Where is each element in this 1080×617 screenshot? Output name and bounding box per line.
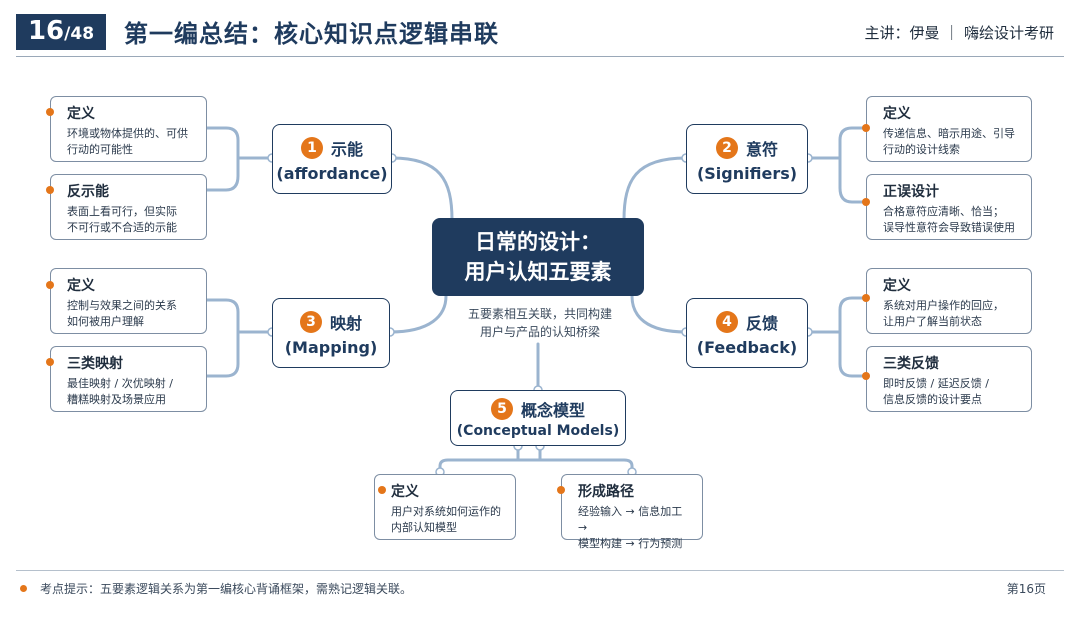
node-english-name: (affordance) [276,163,388,183]
leaf-line1: 即时反馈 / 延迟反馈 / [883,377,989,390]
footer-bullet-dot [20,585,27,592]
leaf-line1: 用户对系统如何运作的 [391,505,501,518]
leaf-line2: 误导性意符会导致错误使用 [883,221,1015,234]
link-feedback-leaves [806,296,868,378]
number-badge: 2 [715,136,738,159]
node-feedback: 4 反馈 (Feedback) [686,298,808,368]
leaf-feedback-types: 三类反馈 即时反馈 / 延迟反馈 / 信息反馈的设计要点 [866,346,1032,412]
leaf-line1: 经验输入 → 信息加工 → [578,505,683,534]
bullet-dot [862,124,870,132]
leaf-line2: 行动的设计线索 [883,143,960,156]
speaker-credit: 主讲：伊曼 ｜ 嗨绘设计考研 [864,24,1054,42]
link-center-affordance [390,156,454,222]
leaf-line1: 系统对用户操作的回应， [883,299,1004,312]
node-name: 示能 [330,139,363,159]
leaf-title: 定义 [883,278,911,294]
leaf-mapping-definition: 定义 控制与效果之间的关系 如何被用户理解 [50,268,207,334]
node-signifiers: 2 意符 (Signifiers) [686,124,808,194]
leaf-title: 定义 [67,278,95,294]
node-english-name: (Mapping) [284,337,378,357]
node-name: 映射 [329,313,362,333]
leaf-line1: 合格意符应清晰、恰当； [883,205,1004,218]
leaf-line2: 内部认知模型 [391,521,457,534]
bullet-dot [862,372,870,380]
leaf-feedback-definition: 定义 系统对用户操作的回应， 让用户了解当前状态 [866,268,1032,334]
leaf-line1: 最佳映射 / 次优映射 / [67,377,173,390]
bullet-dot [862,294,870,302]
center-node: 日常的设计： 用户认知五要素 [432,218,644,296]
center-caption-line1: 五要素相互关联，共同构建 [467,307,612,321]
leaf-line2: 模型构建 → 行为预测 [578,537,683,550]
bullet-dot [557,486,565,494]
link-center-feedback [630,294,688,334]
page-number-badge: 16/48 [16,14,106,50]
leaf-affordance-definition: 定义 环境或物体提供的、可供 行动的可能性 [50,96,207,162]
leaf-mapping-types: 三类映射 最佳映射 / 次优映射 / 糟糕映射及场景应用 [50,346,207,412]
page-total: /48 [64,24,95,44]
link-affordance-leaves [205,126,274,192]
node-name: 意符 [745,139,778,159]
node-conceptual-models: 5 概念模型 (Conceptual Models) [450,390,626,446]
bullet-dot [862,198,870,206]
leaf-line2: 糟糕映射及场景应用 [67,393,166,406]
leaf-model-formation-path: 形成路径 经验输入 → 信息加工 → 模型构建 → 行为预测 [561,474,703,550]
link-model-leaves [438,444,634,478]
leaf-line1: 环境或物体提供的、可供 [67,127,188,140]
leaf-signifiers-correctness: 正误设计 合格意符应清晰、恰当； 误导性意符会导致错误使用 [866,174,1032,240]
number-badge: 4 [715,310,738,333]
leaf-title: 定义 [883,106,911,122]
node-affordance: 1 示能 (affordance) [272,124,392,194]
bullet-dot [46,281,54,289]
center-caption-line2: 用户与产品的认知桥梁 [479,325,600,339]
center-title-line1: 日常的设计： [475,230,601,254]
link-signifiers-leaves [806,126,868,204]
leaf-title: 定义 [391,484,419,500]
number-badge: 5 [490,398,513,420]
leaf-title: 形成路径 [578,484,634,500]
link-center-signifiers [622,156,688,222]
link-mapping-leaves [205,298,274,378]
leaf-line2: 信息反馈的设计要点 [883,393,982,406]
page-title: 第一编总结：核心知识点逻辑串联 [124,20,499,48]
node-name: 反馈 [745,313,778,333]
node-name: 概念模型 [520,401,585,420]
leaf-title: 三类映射 [67,356,123,372]
page-label: 第16页 [1006,582,1046,596]
leaf-line1: 表面上看可行，但实际 [67,205,177,218]
page-current: 16 [27,16,65,46]
exam-tip-note: 考点提示：五要素逻辑关系为第一编核心背诵框架，需熟记逻辑关联。 [40,582,413,596]
leaf-line2: 不可行或不合适的示能 [67,221,177,234]
leaf-title: 定义 [67,106,95,122]
header-divider [16,56,1064,57]
leaf-model-definition: 定义 用户对系统如何运作的 内部认知模型 [374,474,516,540]
leaf-title: 正误设计 [883,184,939,200]
leaf-line2: 如何被用户理解 [67,315,144,328]
leaf-title: 反示能 [67,184,109,200]
center-caption: 五要素相互关联，共同构建 用户与产品的认知桥梁 [440,305,640,341]
bullet-dot [46,108,54,116]
node-mapping: 3 映射 (Mapping) [272,298,390,368]
node-english-name: (Signifiers) [696,163,798,183]
number-badge: 1 [300,136,323,159]
footer-divider [16,570,1064,571]
leaf-line1: 传递信息、暗示用途、引导 [883,127,1015,140]
bullet-dot [378,486,386,494]
leaf-line2: 让用户了解当前状态 [883,315,982,328]
leaf-title: 三类反馈 [883,356,939,372]
leaf-line1: 控制与效果之间的关系 [67,299,177,312]
node-english-name: (Feedback) [696,337,798,357]
bullet-dot [46,358,54,366]
link-center-mapping [388,294,448,334]
number-badge: 3 [299,310,322,333]
leaf-line2: 行动的可能性 [67,143,133,156]
leaf-signifiers-definition: 定义 传递信息、暗示用途、引导 行动的设计线索 [866,96,1032,162]
leaf-anti-affordance: 反示能 表面上看可行，但实际 不可行或不合适的示能 [50,174,207,240]
center-title-line2: 用户认知五要素 [464,260,612,284]
node-english-name: (Conceptual Models) [456,423,620,439]
bullet-dot [46,186,54,194]
